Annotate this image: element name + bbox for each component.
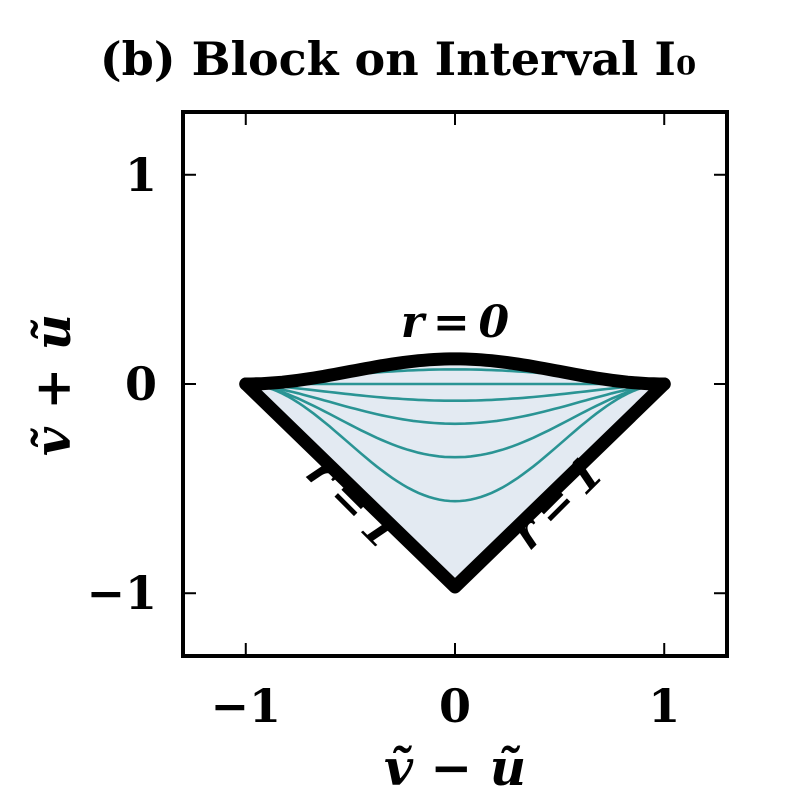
y-tick-label: −1 xyxy=(86,566,157,620)
contour-line xyxy=(245,382,665,459)
contour-line xyxy=(245,382,665,426)
x-tick-label: 0 xyxy=(439,679,471,733)
y-tick-label: 0 xyxy=(125,357,157,411)
boundary-curve-top xyxy=(239,352,671,391)
boundary-lines-sides xyxy=(239,377,671,594)
x-ticks: −1 0 1 xyxy=(210,112,680,733)
plot-area xyxy=(239,352,671,594)
x-axis-label: ṽ − ũ xyxy=(384,738,526,797)
y-tick-label: 1 xyxy=(125,148,157,202)
x-tick-label: −1 xyxy=(210,679,281,733)
contour-line xyxy=(245,382,665,503)
contour-line xyxy=(245,382,665,402)
x-tick-label: 1 xyxy=(648,679,680,733)
y-ticks: −1 0 1 xyxy=(86,148,727,620)
boundary-annotation: r = 0 xyxy=(401,297,510,348)
chart-title: (b) Block on Interval I₀ xyxy=(100,32,696,86)
y-axis-label: ṽ + ũ xyxy=(23,314,82,456)
region-fill xyxy=(245,358,665,587)
